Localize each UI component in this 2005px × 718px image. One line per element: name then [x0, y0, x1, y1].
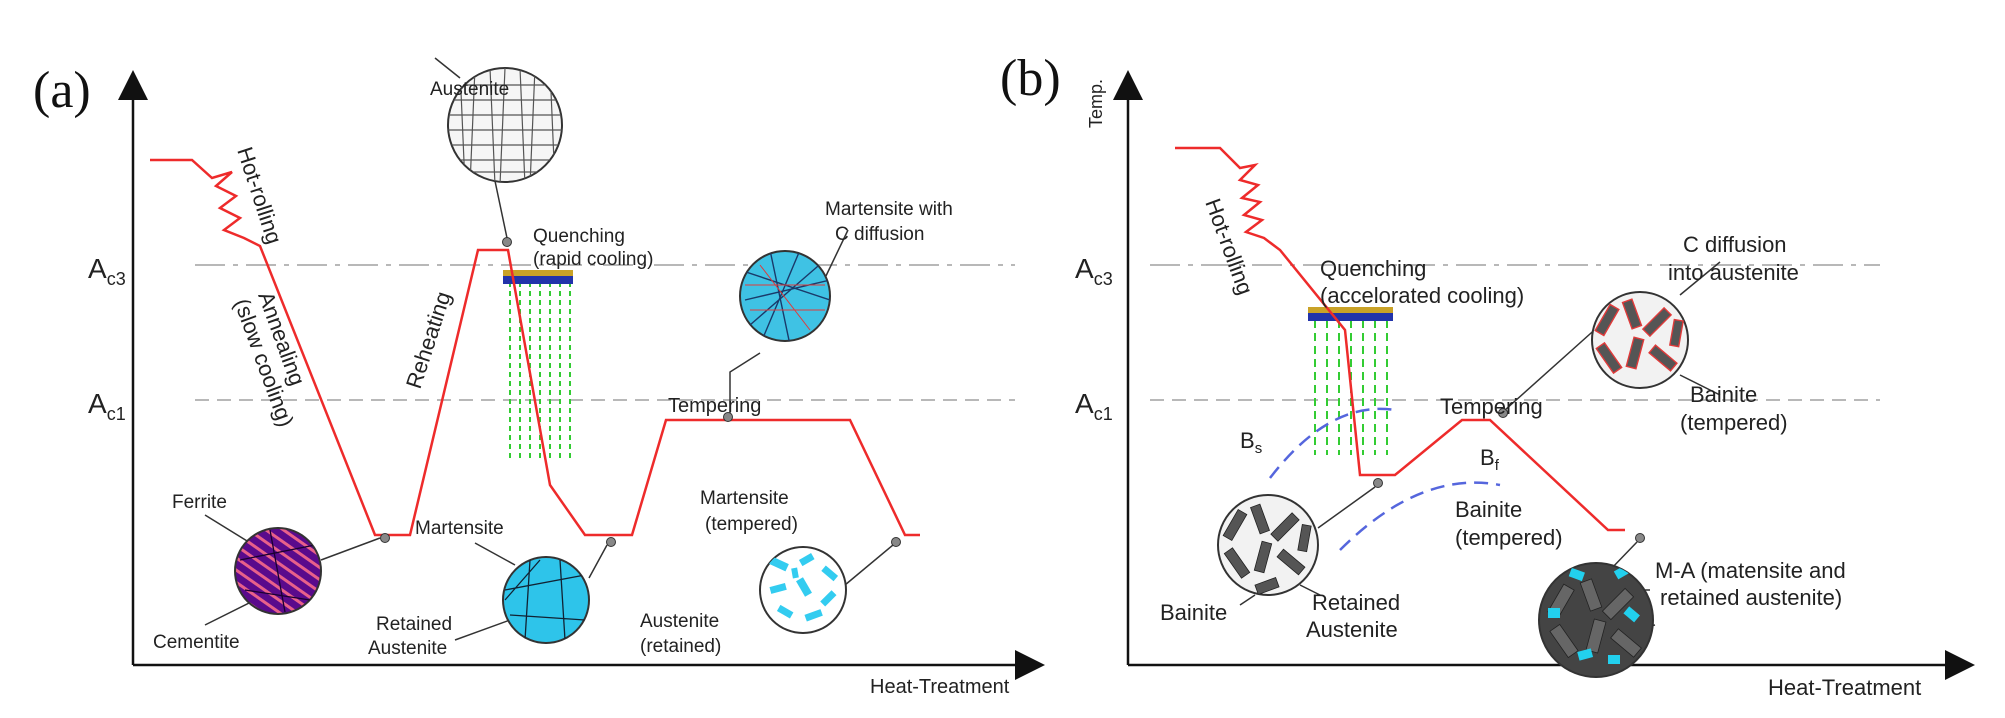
ac1-label-b: Ac1	[1075, 388, 1113, 424]
retained-label-a: Retained	[376, 614, 452, 635]
ma-sub-label: retained austenite)	[1660, 585, 1842, 610]
ac3-label-a: Ac3	[88, 253, 126, 289]
ferrite-label: Ferrite	[172, 492, 227, 513]
ma-micrograph	[1538, 562, 1654, 678]
marker-dot	[723, 412, 733, 422]
x-axis-label-b: Heat-Treatment	[1768, 675, 1921, 700]
marker-dot	[1373, 478, 1383, 488]
bainite-label: Bainite	[1160, 600, 1227, 625]
bainite-tempered-sub-label: (tempered)	[1455, 525, 1563, 550]
marker-dot	[891, 537, 901, 547]
retained-sub-label-b: Austenite	[1306, 617, 1398, 642]
bainite-tempered-right-label: Bainite	[1690, 382, 1757, 407]
ma-label: M-A (matensite and	[1655, 558, 1846, 583]
quenching-sub-label-a: (rapid cooling)	[533, 249, 653, 270]
ferrite-cementite-micrograph	[234, 527, 322, 615]
tempering-label-b: Tempering	[1440, 394, 1543, 419]
panel-a: (a) Ac3 Ac1	[33, 57, 1045, 698]
panel-b: (b) Temp. Ac3 Ac1	[1000, 50, 1975, 700]
bainite-tempered-label: Bainite	[1455, 497, 1522, 522]
bainite-tempered-right-sub-label: (tempered)	[1680, 410, 1788, 435]
martensite-micrograph	[502, 556, 590, 644]
bs-label: Bs	[1240, 428, 1262, 457]
martensite-tempered-sub-label: (tempered)	[705, 514, 798, 535]
martensite-c-label: Martensite with	[825, 199, 953, 220]
martensite-c-sub-label: C diffusion	[835, 224, 924, 245]
retained-sub-label-a: Austenite	[368, 638, 447, 659]
cooling-bar-a	[503, 276, 573, 284]
cooling-bar-top-b	[1308, 307, 1393, 313]
ac1-label-a: Ac1	[88, 388, 126, 424]
hot-rolling-label-a: Hot-rolling	[232, 144, 287, 247]
retained-label-b: Retained	[1312, 590, 1400, 615]
bs-curve	[1269, 407, 1396, 479]
austenite-micrograph	[447, 67, 563, 183]
marker-dot	[1635, 533, 1645, 543]
c-diffusion-micrograph	[1591, 291, 1689, 389]
martensite-tempered-micrograph	[759, 546, 847, 634]
bf-curve	[1339, 481, 1501, 551]
martensite-label-a: Martensite	[415, 518, 504, 539]
ac3-label-b: Ac3	[1075, 253, 1113, 289]
quenching-label-b: Quenching	[1320, 256, 1426, 281]
bf-label: Bf	[1480, 445, 1500, 474]
c-diffusion-label: C diffusion	[1683, 232, 1787, 257]
tempering-label-a: Tempering	[668, 395, 761, 417]
austenite-retained-label: Austenite	[640, 611, 719, 632]
quenching-label-a: Quenching	[533, 226, 625, 247]
martensite-tempered-label: Martensite	[700, 488, 789, 509]
austenite-label: Austenite	[430, 79, 509, 100]
cooling-bar-top-a	[503, 270, 573, 276]
y-axis-label-b: Temp.	[1086, 79, 1106, 128]
austenite-retained-sub-label: (retained)	[640, 636, 721, 657]
marker-dot	[606, 537, 616, 547]
panel-a-tag: (a)	[33, 62, 91, 119]
martensite-c-diffusion-micrograph	[739, 250, 831, 342]
cementite-label: Cementite	[153, 632, 240, 653]
panel-b-tag: (b)	[1000, 50, 1061, 107]
marker-dot	[502, 237, 512, 247]
profile-curve-a	[150, 158, 920, 537]
leader-lines-a	[204, 57, 894, 641]
cooling-bar-b	[1308, 313, 1393, 321]
profile-curve-b	[1175, 146, 1625, 532]
c-diffusion-sub-label: into austenite	[1668, 260, 1799, 285]
x-axis-label-a: Heat-Treatment	[870, 676, 1010, 698]
marker-dot	[1498, 408, 1508, 418]
marker-dot	[380, 533, 390, 543]
quenching-sub-label-b: (accelorated cooling)	[1320, 283, 1524, 308]
bainite-micrograph	[1217, 494, 1319, 596]
